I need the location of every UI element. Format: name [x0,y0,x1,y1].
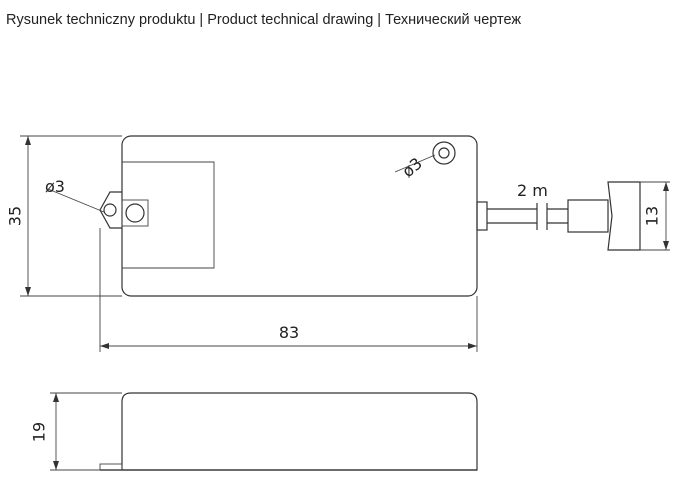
mounting-hole-left [103,203,117,217]
side-view: 19 [30,392,478,471]
mounting-tab-left [99,191,122,229]
hole-right-label: ø3 [398,154,426,181]
connector-body [567,199,609,233]
side-housing-outline [100,392,478,471]
drawing-title: Rysunek techniczny produktu | Product te… [6,12,522,28]
height-top-label: 35 [6,206,25,226]
connector-size-label: 13 [643,206,662,226]
cable-strain-relief [476,201,488,231]
height-side-label: 19 [30,422,49,442]
label-area [122,161,215,269]
screw-icon [125,203,145,223]
top-view: ø3 ø3 2 m 13 35 83 [6,135,670,352]
mounting-hole-right-inner [438,147,450,159]
dim-19-arrows [53,393,59,470]
screw-block [121,199,149,227]
connector-head [607,181,641,251]
leader-hole-left [47,188,105,213]
leader-hole-right [394,154,436,173]
side-tab [99,463,123,471]
cable-length-label: 2 m [517,181,548,200]
mounting-hole-right-outer [432,141,456,165]
length-label: 83 [279,323,299,342]
hole-left-label: ø3 [45,177,65,196]
